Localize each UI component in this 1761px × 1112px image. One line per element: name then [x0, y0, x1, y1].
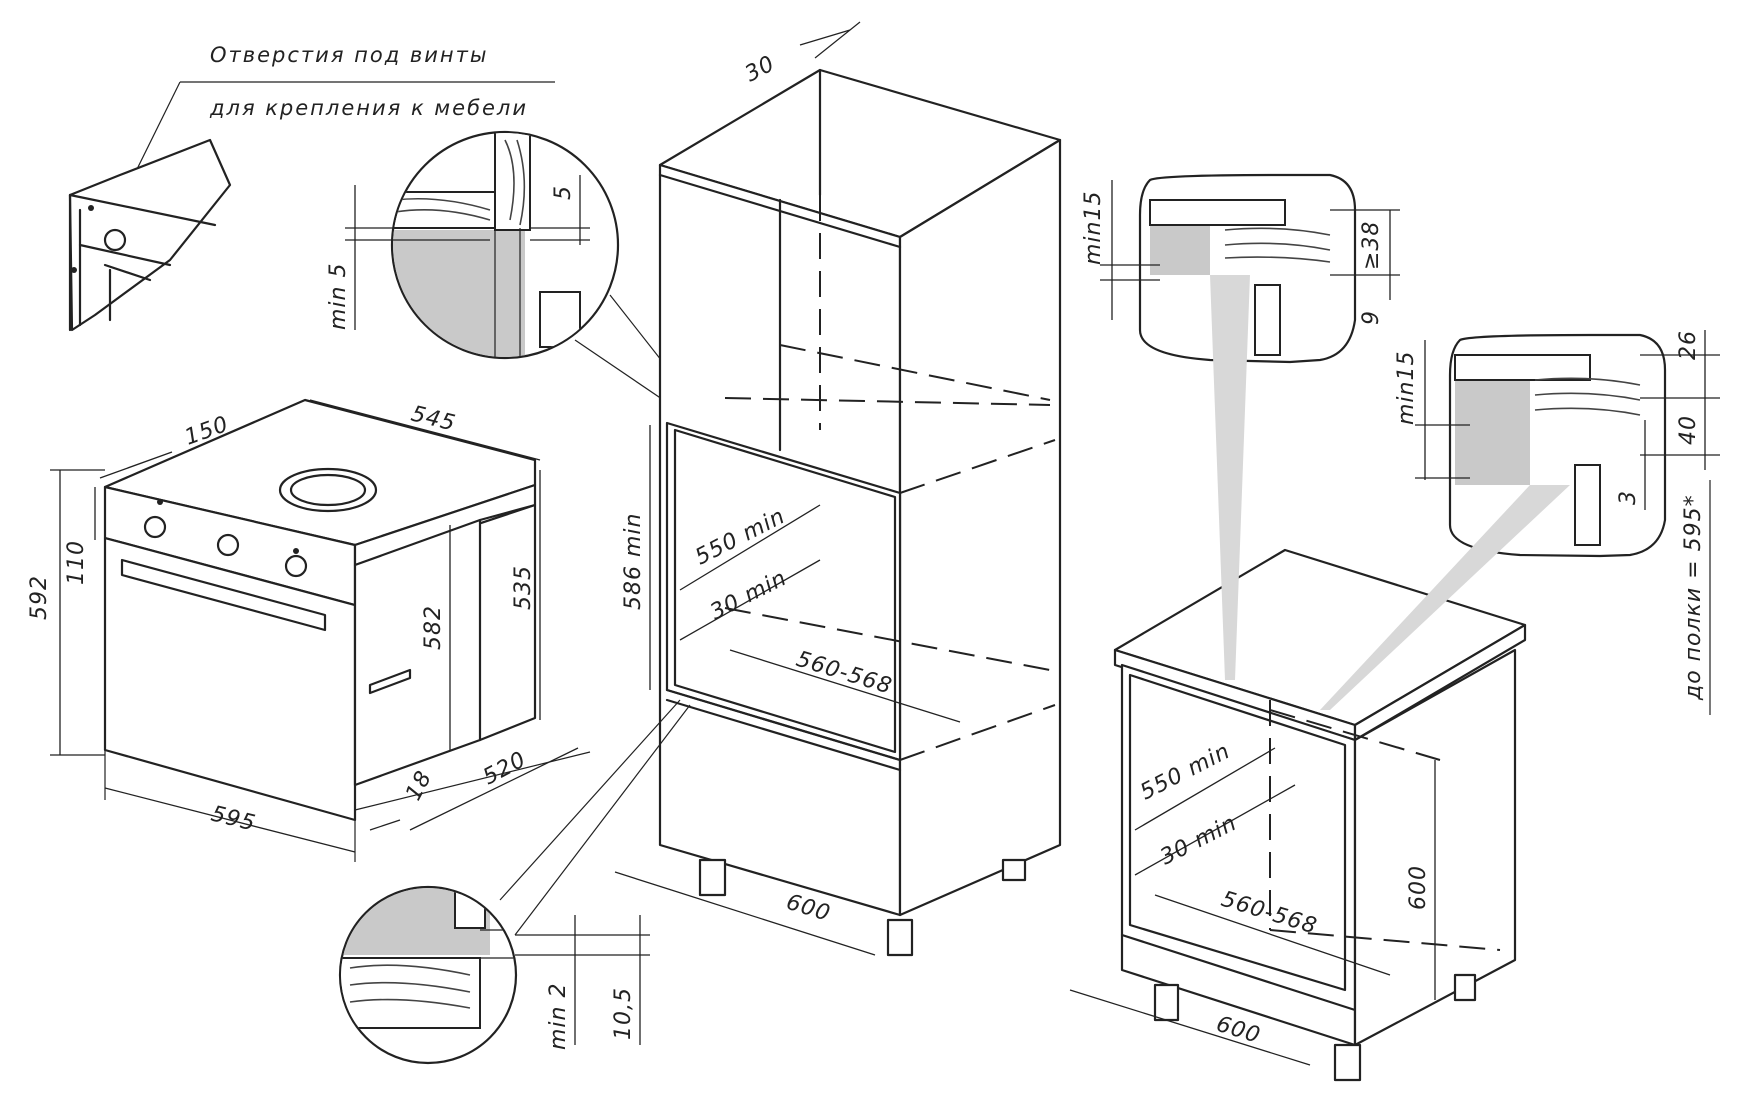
dim-592: 592	[27, 575, 52, 620]
dim-10-5: 10,5	[611, 987, 636, 1040]
dim-min15-a: min15	[1081, 191, 1106, 265]
detail-worktop-b: min15 26 40 3 до полки = 595*	[1320, 330, 1720, 715]
dim-min5: min 5	[326, 263, 351, 330]
tall-cabinet	[658, 68, 1062, 957]
dim-600-b: 600	[1406, 865, 1431, 910]
dim-110: 110	[64, 540, 89, 585]
dim-582: 582	[421, 605, 446, 650]
dim-5: 5	[551, 185, 576, 200]
detail-circle-bottom: min 2 10,5	[338, 699, 691, 1065]
dim-ge38: ≥38	[1359, 221, 1384, 270]
base-cabinet	[1113, 548, 1527, 1082]
oven-front-view	[103, 398, 591, 822]
note-screw-line2: для крепления к мебели	[209, 96, 528, 120]
screw-holes-note: Отверстия под винты для крепления к мебе…	[101, 43, 555, 241]
dim-40: 40	[1676, 415, 1701, 445]
dim-9: 9	[1359, 310, 1384, 325]
oven-corner-detail	[68, 138, 232, 332]
dim-3: 3	[1616, 490, 1641, 505]
dim-600-c: 600	[1213, 1012, 1263, 1049]
dim-600-a: 600	[783, 890, 833, 927]
note-screw-line1: Отверстия под винты	[210, 43, 488, 67]
dim-30-top: 30	[741, 51, 779, 87]
dim-min15-b: min15	[1394, 351, 1419, 425]
dim-26: 26	[1676, 330, 1701, 360]
dim-535: 535	[511, 565, 536, 610]
dim-18: 18	[401, 767, 437, 805]
dim-min2: min 2	[546, 983, 571, 1050]
dim-595: 595	[209, 802, 259, 837]
note-shelf: до полки = 595*	[1681, 494, 1706, 701]
detail-worktop-a: min15 ≥38 9	[1081, 173, 1400, 680]
dim-586min: 586 min	[621, 513, 646, 610]
